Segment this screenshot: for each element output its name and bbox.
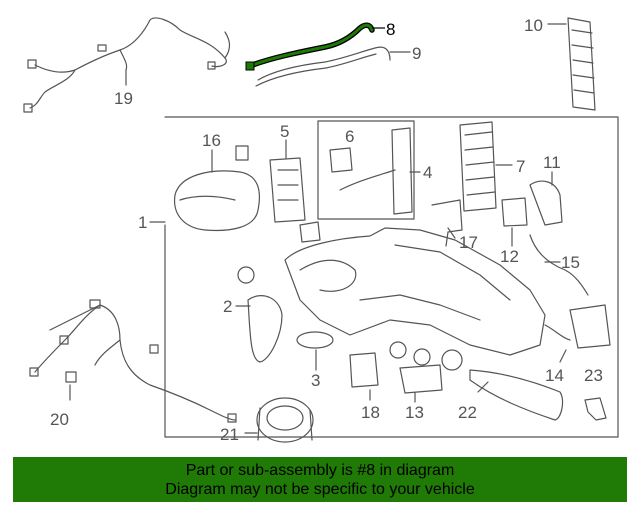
part-6-box — [317, 120, 415, 220]
callout-22: 22 — [458, 403, 477, 422]
part-23-sensor — [584, 397, 607, 421]
callout-10: 10 — [524, 16, 543, 35]
callout-13: 13 — [405, 403, 424, 422]
main-hvac-case — [284, 227, 546, 356]
assembly-frame — [164, 116, 619, 438]
part-13 — [399, 364, 443, 394]
part-20-harness — [49, 304, 236, 421]
callout-21: 21 — [220, 425, 239, 444]
part-2-bracket — [247, 295, 283, 363]
callout-4: 4 — [423, 163, 432, 182]
part-10-heater-core — [567, 17, 596, 111]
callout-18: 18 — [361, 403, 380, 422]
callout-12: 12 — [500, 247, 519, 266]
part-21-blower — [256, 397, 314, 443]
callout-2: 2 — [223, 297, 232, 316]
callout-23: 23 — [584, 366, 603, 385]
callout-19: 19 — [114, 89, 133, 108]
callout-16: 16 — [202, 131, 221, 150]
part-19-harness — [34, 17, 227, 73]
parts-diagram: 8 9 10 19 16 5 6 4 7 11 1 17 12 15 2 3 1… — [23, 16, 619, 444]
callout-11: 11 — [543, 153, 561, 172]
part-7-evaporator — [459, 121, 497, 212]
part-12 — [501, 197, 528, 227]
callout-8: 8 — [386, 20, 395, 39]
part-17 — [431, 199, 463, 247]
part-8-highlighted-tube — [245, 22, 375, 71]
callout-3: 3 — [311, 371, 320, 390]
callout-5: 5 — [280, 122, 289, 141]
callout-1: 1 — [138, 213, 147, 232]
part-3-plate — [296, 331, 334, 349]
callout-6: 6 — [345, 127, 354, 146]
callout-7: 7 — [516, 157, 525, 176]
callout-14: 14 — [545, 366, 564, 385]
part-22-duct — [469, 369, 564, 421]
part-15-hose — [529, 234, 589, 296]
callout-20: 20 — [50, 410, 69, 429]
info-banner: Part or sub-assembly is #8 in diagram Di… — [13, 457, 627, 502]
callout-17: 17 — [459, 233, 478, 252]
part-18 — [349, 352, 379, 388]
banner-line-1: Part or sub-assembly is #8 in diagram — [185, 462, 455, 479]
part-5-actuator — [269, 157, 306, 223]
banner-line-2: Diagram may not be specific to your vehi… — [165, 481, 475, 498]
part-14-actuator — [569, 304, 611, 349]
part-11 — [529, 180, 563, 226]
part-16-housing — [174, 170, 261, 232]
part-9-tube — [257, 46, 391, 81]
callout-15: 15 — [561, 253, 580, 272]
callout-9: 9 — [412, 44, 421, 63]
